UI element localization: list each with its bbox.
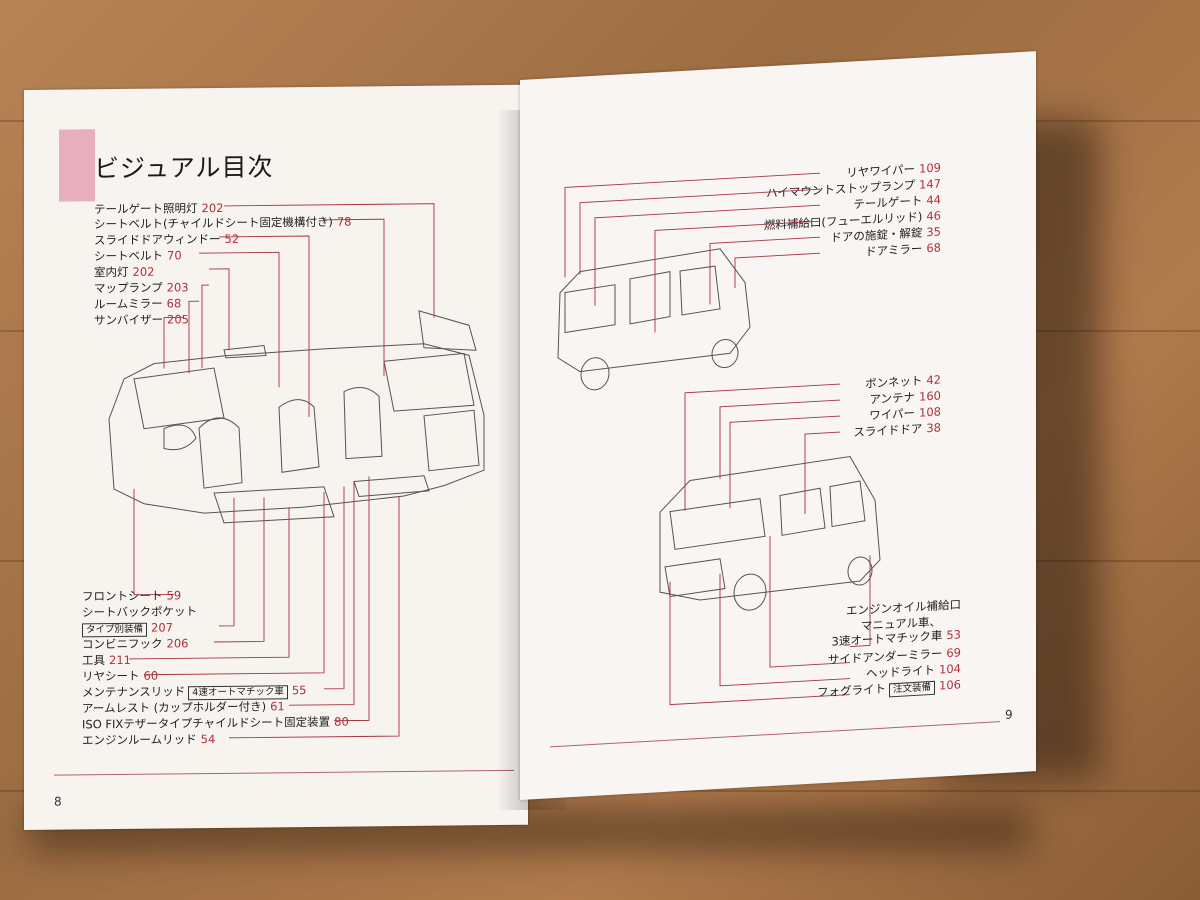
interior-illustration — [108, 310, 485, 524]
front-van-illustration — [659, 456, 881, 611]
rear-van-illustration — [557, 248, 751, 391]
page-number-left: 8 — [54, 794, 62, 809]
leader-lines-front — [669, 383, 871, 706]
leader-lines-rear — [564, 172, 820, 333]
label-seatback-pocket: シートバックポケット — [82, 604, 197, 620]
label-armrest: アームレスト (カップホルダー付き)61 — [82, 699, 285, 716]
leader-lines-left — [129, 203, 435, 739]
page-number-right: 9 — [1005, 707, 1013, 722]
